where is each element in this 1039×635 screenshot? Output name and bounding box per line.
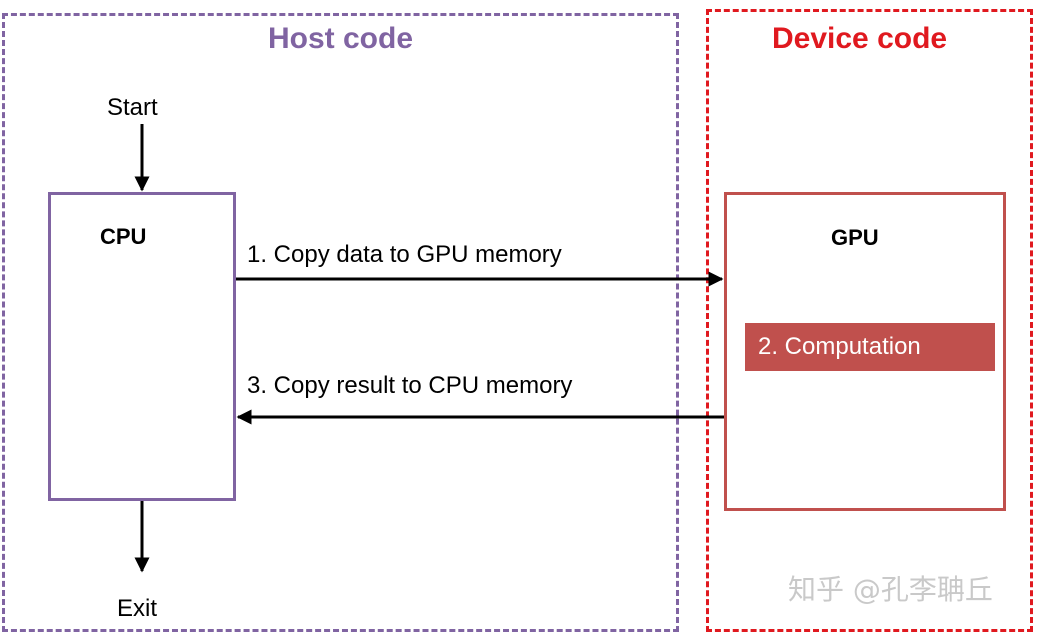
start-label: Start xyxy=(107,94,158,121)
computation-label: 2. Computation xyxy=(758,333,921,360)
host-code-title: Host code xyxy=(268,22,414,55)
computation-box: 2. Computation xyxy=(745,323,995,371)
cpu-box xyxy=(48,192,236,501)
exit-label: Exit xyxy=(117,595,158,622)
cpu-label: CPU xyxy=(100,224,147,249)
watermark-text: 知乎 @孔李聃丘 xyxy=(788,573,993,606)
host-code-region xyxy=(2,13,679,632)
device-code-title: Device code xyxy=(772,22,948,55)
copy-to-cpu-label: 3. Copy result to CPU memory xyxy=(247,372,573,399)
copy-to-gpu-label: 1. Copy data to GPU memory xyxy=(247,241,562,268)
device-code-region xyxy=(706,9,1033,632)
gpu-label: GPU xyxy=(831,225,879,250)
